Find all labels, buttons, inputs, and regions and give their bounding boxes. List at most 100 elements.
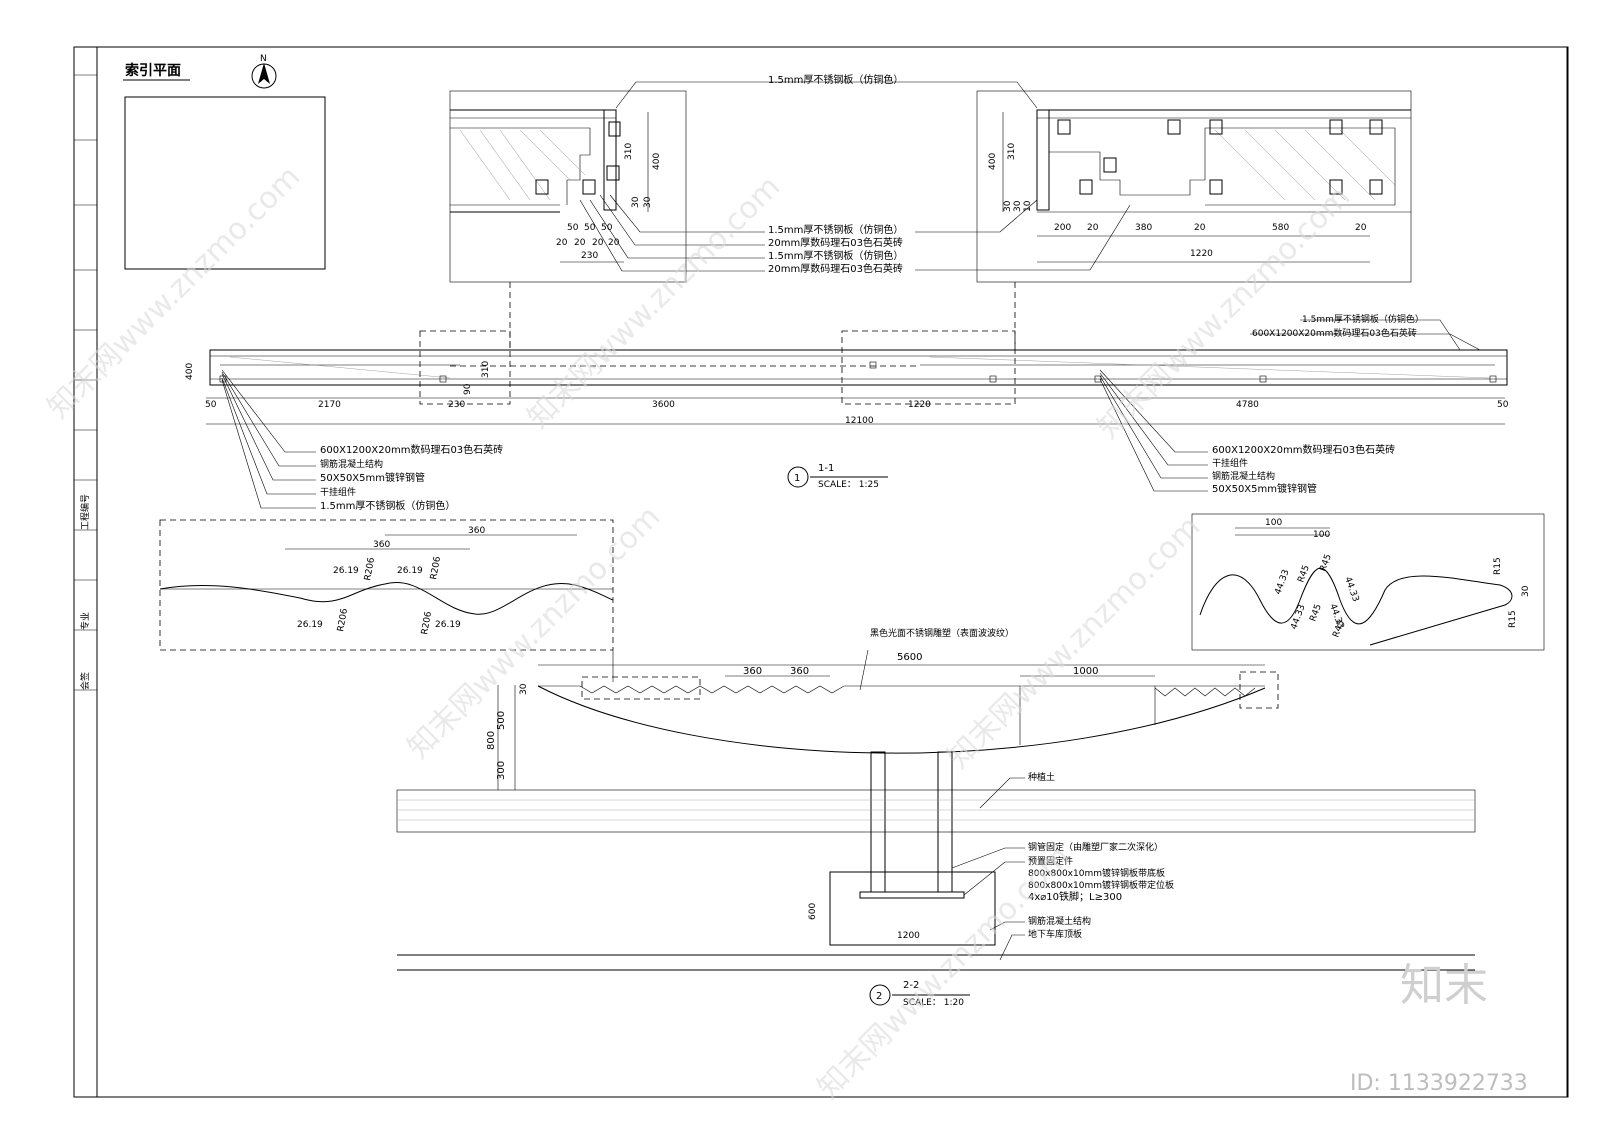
watermark-text-2: 知末网www.znzmo.com — [521, 169, 787, 435]
dim: 580 — [1272, 223, 1289, 233]
dim: 310 — [481, 361, 491, 378]
label-anchor-bars: 4x⌀10铁脚；L≥300 — [1028, 890, 1122, 903]
dim: 20 — [1194, 223, 1206, 233]
dim: 20 — [1087, 223, 1099, 233]
north-label: N — [260, 54, 267, 64]
label-slab: 地下车库顶板 — [1028, 928, 1082, 940]
section-1-name: 1-1 — [818, 463, 834, 474]
dim: 3600 — [652, 400, 675, 410]
dim: R206 — [363, 556, 377, 581]
dim: 360 — [468, 526, 485, 536]
dim: R45 — [1318, 553, 1333, 573]
dim: 44.33 — [1342, 576, 1360, 604]
label-locating-plate: 800x800x10mm镀锌钢板带定位板 — [1028, 879, 1174, 891]
dim: 12100 — [845, 416, 874, 426]
dim: 1220 — [908, 400, 931, 410]
watermark-id: ID: 1133922733 — [1350, 1071, 1528, 1096]
label-planting-soil: 种植土 — [1028, 771, 1055, 783]
inner-frame — [96, 46, 1568, 1098]
dim: 26.19 — [333, 566, 359, 576]
dim: 360 — [743, 666, 762, 677]
mid-label-2: 20mm厚数码理石03色石英砖 — [768, 236, 903, 249]
dim: 50 — [567, 223, 579, 233]
title-block-1: 会签 — [79, 672, 91, 690]
watermark-text-1: 知末网www.znzmo.com — [41, 159, 307, 425]
dim: 30 — [1003, 200, 1013, 212]
detail-callout-left-wave — [581, 676, 701, 700]
dim: 230 — [581, 251, 598, 261]
dim: 100 — [1265, 518, 1282, 528]
dim: R15 — [1508, 610, 1518, 628]
dim: R15 — [1493, 557, 1503, 575]
dim: 360 — [790, 666, 809, 677]
dim: 30 — [1521, 585, 1531, 597]
index-plan: 索引平面 N — [123, 54, 326, 270]
dim: 20 — [1355, 223, 1367, 233]
watermark-text-6: 知末网www.znzmo.com — [811, 839, 1077, 1105]
detail-top-right: 200 20 380 20 580 20 1220 310 400 30 30 … — [976, 90, 1412, 283]
section-2-number: 2 — [876, 991, 882, 1002]
dim: 100 — [1313, 530, 1330, 540]
left-label-4: 干挂组件 — [320, 486, 356, 498]
concrete-footing — [829, 871, 996, 946]
section-1-scale: SCALE： 1:25 — [818, 480, 879, 490]
sculpture-top-wave — [538, 685, 1265, 694]
watermark-text-3: 知末网www.znzmo.com — [1091, 179, 1357, 445]
dim: 30 — [631, 196, 641, 208]
label-pipe-fix: 钢管固定（由雕塑厂家二次深化） — [1028, 841, 1163, 853]
dim: 26.19 — [297, 620, 323, 630]
dim: 800 — [486, 731, 497, 750]
dim: 50 — [1497, 400, 1509, 410]
dim: 600 — [808, 903, 818, 920]
dim: R206 — [336, 607, 350, 632]
dim: 10 — [1023, 200, 1033, 212]
section-2-2: 5600 360 360 1000 30 500 800 300 黑色光面不锈钢… — [396, 627, 1476, 1008]
section-1-number: 1 — [794, 473, 800, 484]
planting-soil — [396, 789, 1476, 833]
right-top-label-2: 600X1200X20mm数码理石03色石英砖 — [1252, 327, 1417, 339]
title-strip: 会签 专业 工程编号 — [74, 74, 97, 691]
dim: R45 — [1296, 564, 1311, 584]
detail-callout-left — [419, 330, 511, 405]
section-fixings — [219, 361, 1497, 383]
steel-post-left — [870, 751, 886, 893]
left-label-2: 钢筋混凝土结构 — [320, 458, 383, 470]
dim: R206 — [420, 610, 434, 635]
dim: 26.19 — [435, 620, 461, 630]
right-label-2: 干挂组件 — [1212, 457, 1248, 469]
section-hatch — [229, 356, 1491, 379]
dim: 2170 — [318, 400, 341, 410]
right-label-1: 600X1200X20mm数码理石03色石英砖 — [1212, 443, 1395, 456]
dim: R206 — [429, 555, 443, 580]
watermark-brand: 知末 — [1400, 960, 1488, 1011]
dim: 310 — [1007, 143, 1017, 160]
dim: 400 — [988, 153, 998, 170]
dim: 44.33 — [1289, 603, 1307, 631]
north-arrow-icon: N — [251, 54, 277, 89]
section-2-title: 2 2-2 SCALE： 1:20 — [869, 980, 970, 1008]
dim: 30 — [1013, 200, 1023, 212]
dim: R45 — [1308, 603, 1323, 623]
right-label-4: 50X50X5mm镀锌钢管 — [1212, 482, 1317, 495]
title-block-3: 工程编号 — [79, 494, 91, 530]
sculpture-label: 黑色光面不锈钢雕塑（表面波波纹） — [870, 627, 1014, 639]
plan-box — [124, 96, 326, 270]
detail-top-left: 310 400 30 30 50 50 50 20 20 20 20 230 — [449, 90, 687, 283]
dim: 310 — [624, 143, 634, 160]
wave-profile-sharp — [1199, 567, 1513, 646]
dim: 1000 — [1073, 666, 1098, 677]
dim: 230 — [448, 400, 465, 410]
dim: 20 — [592, 238, 604, 248]
dim: 20 — [574, 238, 586, 248]
detail-callout-right-wave — [1239, 671, 1279, 709]
title-block-2: 专业 — [79, 612, 91, 630]
dim: 20 — [556, 238, 568, 248]
left-label-3: 50X50X5mm镀锌钢管 — [320, 471, 425, 484]
soil-hatch — [397, 799, 1475, 821]
section-1-1: 50 2170 230 3600 1220 4780 50 12100 400 … — [185, 313, 1509, 512]
mid-label-4: 20mm厚数码理石03色石英砖 — [768, 262, 903, 275]
dim: 90 — [463, 383, 473, 395]
dim: 500 — [496, 711, 507, 730]
label-base-plate: 800x800x10mm镀锌钢板带底板 — [1028, 867, 1165, 879]
